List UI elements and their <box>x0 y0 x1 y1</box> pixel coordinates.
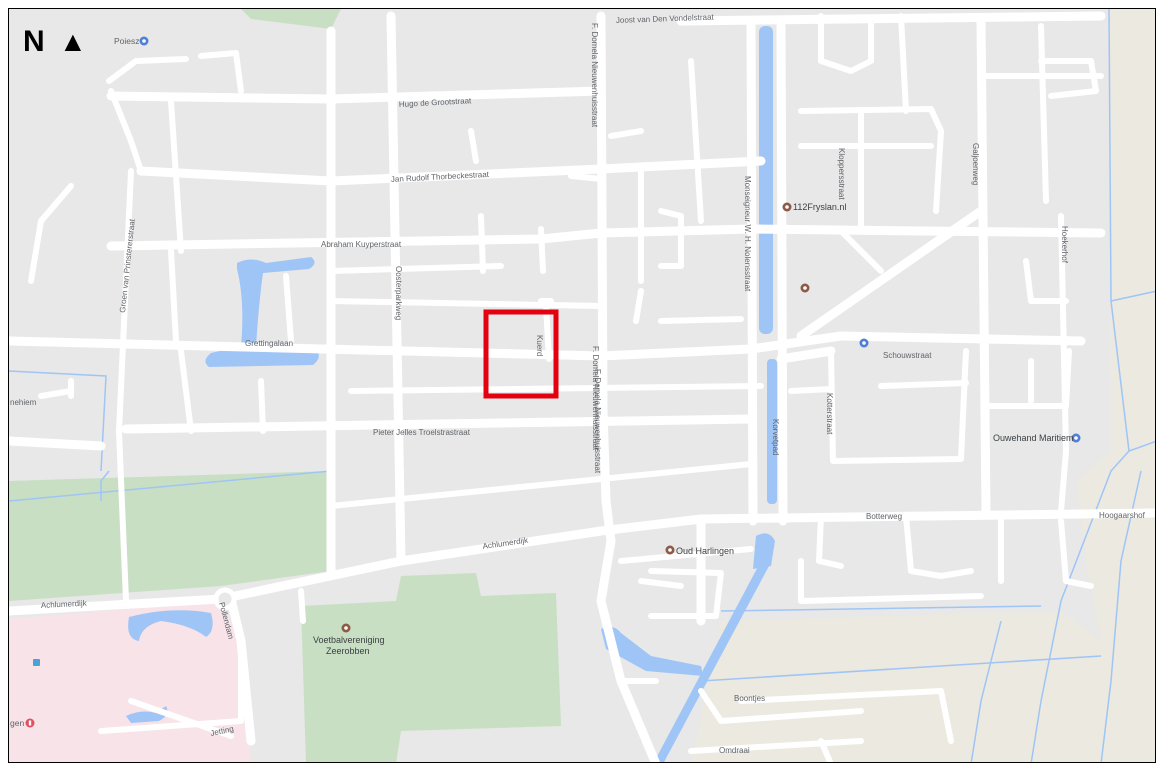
poi-label-oud: Oud Harlingen <box>676 546 734 556</box>
street-label-nieuwenhuis-upper: F. Domela Nieuwenhuisstraat <box>590 23 599 128</box>
map-frame: Joost van Den Vondelstraat Hugo de Groot… <box>8 8 1156 763</box>
street-label-schouw: Schouwstraat <box>883 351 932 360</box>
north-arrow-icon: ▲ <box>59 26 87 57</box>
poi-label-voetbal-2: Zeerobben <box>326 646 370 656</box>
street-label-achlumerdijk-left: Achlumerdijk <box>41 599 88 610</box>
street-label-hoogaars: Hoogaarshof <box>1099 511 1146 520</box>
landmark-icon[interactable] <box>341 623 351 633</box>
street-label-botter: Botterweg <box>866 512 902 521</box>
street-label-kloppers: Kloppersstraat <box>837 148 846 200</box>
info-icon[interactable] <box>33 659 40 666</box>
street-label-nieuwenhuis-mid: F. Domela Nieuwenhuisstraat <box>591 346 600 451</box>
shopping-icon[interactable] <box>1071 433 1081 443</box>
street-label-galjoen: Galjoenweg <box>971 143 980 185</box>
hospital-icon[interactable] <box>25 718 35 728</box>
poi-label-ouwehand: Ouwehand Maritiem <box>993 433 1074 443</box>
landmark-icon[interactable] <box>782 202 792 212</box>
street-label-omdraai: Omdraai <box>719 746 750 755</box>
farmland-east <box>1076 9 1155 762</box>
street-label-kuyper: Abraham Kuyperstraat <box>321 240 402 249</box>
street-label-oosterpark: Oosterparkweg <box>394 266 403 320</box>
poi-markers <box>25 36 1081 728</box>
poi-label-fryslan: 112Fryslan.nl <box>793 202 846 212</box>
street-label-korvet: Korvetpad <box>771 419 780 455</box>
street-label-boontjes: Boontjes <box>734 694 765 703</box>
waterways <box>9 9 1155 762</box>
map-canvas[interactable]: Joost van Den Vondelstraat Hugo de Groot… <box>9 9 1156 763</box>
street-label-troelstra: Pieter Jelles Troelstrastraat <box>373 428 471 437</box>
street-label-grettinga: Grettingalaan <box>245 339 293 348</box>
poi-label-voetbal-1: Voetbalvereniging <box>313 635 385 645</box>
poi-label-hospital: gen <box>10 718 24 728</box>
park-top <box>241 9 341 29</box>
highlighted-block[interactable] <box>483 309 559 399</box>
park-west <box>9 471 331 601</box>
street-label-nieuwenhuis-lower: F. Domela Nieuwenhuisstraat <box>593 369 602 474</box>
street-label-hugo: Hugo de Grootstraat <box>399 96 473 109</box>
north-compass: N ▲ <box>23 25 87 58</box>
street-label-hoeker: Hoekerhof <box>1060 226 1069 264</box>
road-network <box>9 11 1155 762</box>
poi-label-poiesz: Poiesz <box>114 36 140 46</box>
landmark-icon[interactable] <box>665 545 675 555</box>
shopping-icon[interactable] <box>859 338 869 348</box>
landmark-icon[interactable] <box>800 283 810 293</box>
street-label-kotter: Kotterstraat <box>825 393 834 435</box>
poi-labels: Poiesz 112Fryslan.nl Oud Harlingen Voetb… <box>10 36 1074 728</box>
shopping-icon[interactable] <box>139 36 149 46</box>
compass-letter: N <box>23 25 45 58</box>
street-label-west-edge: nehiem <box>10 398 37 407</box>
roundabout <box>213 587 237 611</box>
street-label-joost: Joost van Den Vondelstraat <box>616 13 715 25</box>
farmland-southeast <box>691 611 1101 762</box>
street-label-nolens: Monseigneur W. H. Nolensstraat <box>743 176 752 292</box>
street-label-kuerd: Kuerd <box>535 335 544 356</box>
sports-park <box>301 573 561 762</box>
